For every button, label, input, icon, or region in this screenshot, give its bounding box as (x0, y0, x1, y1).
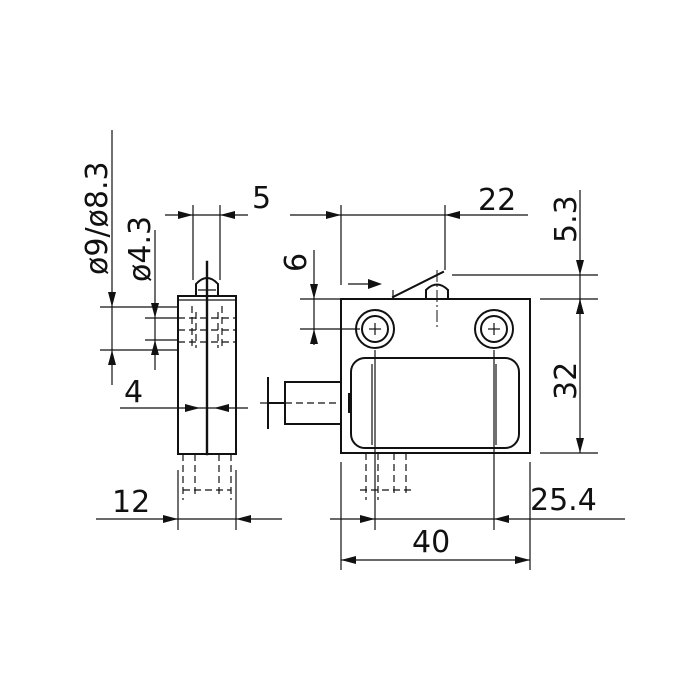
dim-32: 32 (540, 298, 598, 454)
side-terminal (260, 377, 350, 429)
dim-diameter-small: ø4.3 (123, 216, 178, 370)
front-label-window (350, 357, 520, 449)
dim-40-label: 40 (412, 525, 450, 560)
mounting-hole-left (355, 309, 395, 349)
dim-12-label: 12 (112, 485, 150, 520)
dim-25-4: 25.4 (330, 350, 625, 530)
dim-32-label: 32 (549, 362, 584, 400)
front-body (340, 298, 531, 454)
dim-6: 6 (279, 250, 360, 345)
dim-5: 5 (165, 181, 271, 280)
dim-5-3: 5.3 (452, 190, 598, 314)
dim-diameter-small-label: ø4.3 (123, 216, 158, 282)
front-lever (391, 270, 445, 299)
dim-22: 22 (290, 183, 528, 285)
dim-5-label: 5 (252, 181, 271, 216)
side-view (177, 260, 237, 500)
dim-5-3-label: 5.3 (549, 195, 584, 243)
dim-diameter-pair-label: ø9/ø8.3 (80, 161, 115, 275)
dim-40: 40 (340, 462, 531, 570)
dim-4: 4 (120, 375, 248, 412)
front-plunger (425, 283, 449, 300)
dim-12: 12 (96, 470, 282, 530)
mounting-hole-right (474, 309, 514, 349)
front-view (260, 270, 531, 500)
dim-25-4-label: 25.4 (530, 483, 597, 518)
dim-diameter-pair: ø9/ø8.3 (80, 130, 178, 385)
dim-4-label: 4 (124, 375, 143, 410)
dim-22-label: 22 (478, 183, 516, 218)
dim-6-label: 6 (279, 253, 314, 272)
